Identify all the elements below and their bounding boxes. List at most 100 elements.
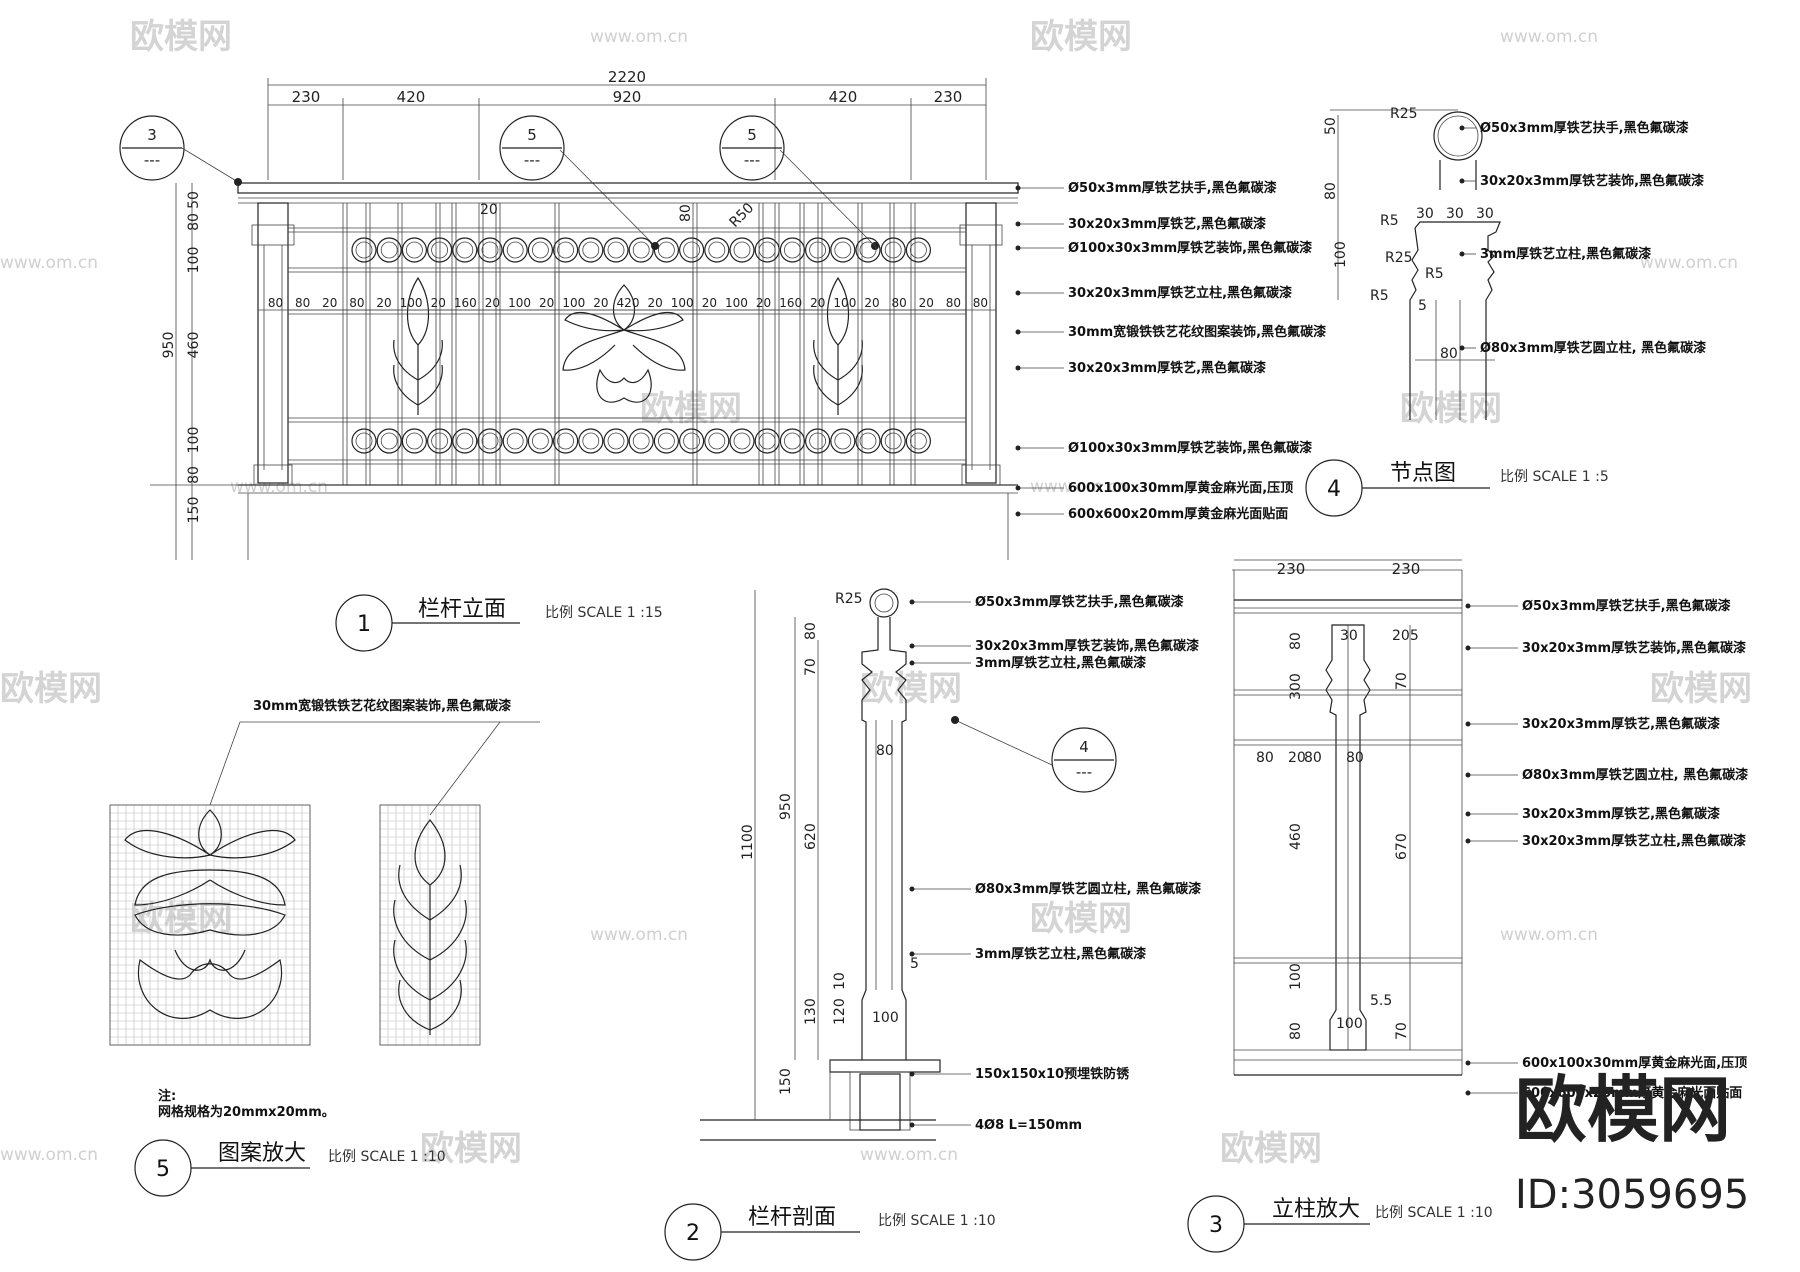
callout-note: Ø50x3mm厚铁艺扶手,黑色氟碳漆 <box>975 594 1184 610</box>
ring-decor <box>830 237 856 263</box>
svg-text:100: 100 <box>1288 963 1304 990</box>
watermark-url: www.om.cn <box>1500 925 1598 945</box>
elev-row-dim: 80 <box>973 296 988 310</box>
node-detail-drawing: R25 50 80 R5 30 30 30 R25 R5 100 R5 5 80… <box>1305 106 1706 517</box>
watermark-brand: 欧模网 <box>640 389 742 429</box>
svg-text:205: 205 <box>1392 628 1419 644</box>
drawing-title-post: 3 立柱放大 比例 SCALE 1 :10 <box>1187 1195 1493 1253</box>
svg-text:10: 10 <box>832 972 848 990</box>
svg-text:670: 670 <box>1394 833 1410 860</box>
callout-note: 30x20x3mm厚铁艺,黑色氟碳漆 <box>1522 716 1720 732</box>
svg-text:网格规格为20mmx20mm。: 网格规格为20mmx20mm。 <box>158 1104 335 1120</box>
elev-row-dim: 20 <box>864 296 879 310</box>
svg-text:460: 460 <box>186 332 202 359</box>
svg-text:100: 100 <box>186 427 202 454</box>
ring-decor <box>729 237 755 263</box>
watermark-url: www.om.cn <box>860 1145 958 1165</box>
ring-decor <box>804 237 831 263</box>
elev-dim: 920 <box>613 88 642 106</box>
watermark-url: www.om.cn <box>590 925 688 945</box>
callout-note: Ø80x3mm厚铁艺圆立柱, 黑色氟碳漆 <box>975 881 1201 897</box>
elev-row-dim: 80 <box>349 296 364 310</box>
ring-decor <box>427 237 453 263</box>
svg-text:30: 30 <box>1476 206 1494 222</box>
elev-row-dim: 20 <box>702 296 717 310</box>
ring-decor <box>351 428 377 454</box>
watermark-url: www.om.cn <box>0 253 98 273</box>
elev-row-dim: 100 <box>833 296 856 310</box>
svg-text:80: 80 <box>1288 632 1304 650</box>
svg-text:150: 150 <box>186 497 202 524</box>
svg-text:---: --- <box>144 151 160 169</box>
svg-text:620: 620 <box>803 823 819 850</box>
svg-text:节点图: 节点图 <box>1390 461 1456 486</box>
svg-text:70: 70 <box>803 658 819 676</box>
svg-text:5: 5 <box>156 1157 170 1182</box>
svg-text:70: 70 <box>1394 1022 1410 1040</box>
callout-note: Ø80x3mm厚铁艺圆立柱, 黑色氟碳漆 <box>1480 340 1706 356</box>
svg-text:5: 5 <box>527 126 537 144</box>
elev-row-dim: 20 <box>322 296 337 310</box>
svg-text:80: 80 <box>803 622 819 640</box>
elev-row-dim: 20 <box>756 296 771 310</box>
elev-row-dim: 20 <box>431 296 446 310</box>
svg-text:120: 120 <box>832 998 848 1025</box>
svg-text:80: 80 <box>1440 346 1458 362</box>
elev-row-dim: 80 <box>295 296 310 310</box>
svg-text:460: 460 <box>1288 823 1304 850</box>
svg-text:比例 SCALE 1 :10: 比例 SCALE 1 :10 <box>1375 1205 1493 1221</box>
callout-note: Ø80x3mm厚铁艺圆立柱, 黑色氟碳漆 <box>1522 767 1748 783</box>
watermark-brand: 欧模网 <box>860 669 962 709</box>
watermark-url: www.om.cn <box>0 1145 98 1165</box>
callout-note: 150x150x10预埋铁防锈 <box>975 1066 1130 1082</box>
svg-text:R5: R5 <box>1425 266 1444 282</box>
elev-dim: 420 <box>829 88 858 106</box>
svg-text:2: 2 <box>686 1221 700 1246</box>
ring-decor <box>628 237 654 263</box>
watermark-brand: 欧模网 <box>130 899 232 939</box>
drawing-title-node: 4 节点图 比例 SCALE 1 :5 <box>1305 459 1609 517</box>
svg-text:3: 3 <box>147 126 157 144</box>
svg-text:R25: R25 <box>835 591 863 607</box>
post-left <box>251 202 295 486</box>
svg-text:100: 100 <box>186 247 202 274</box>
watermark-brand: 欧模网 <box>0 669 102 709</box>
svg-text:950: 950 <box>161 332 177 359</box>
elev-row-dim: 100 <box>562 296 585 310</box>
svg-text:注:: 注: <box>158 1088 176 1104</box>
elev-left-motif <box>393 276 443 415</box>
ring-decor <box>427 428 453 454</box>
pattern-flower <box>124 809 296 1019</box>
svg-text:R5: R5 <box>1380 213 1399 229</box>
callout-note: Ø100x30x3mm厚铁艺装饰,黑色氟碳漆 <box>1068 440 1312 456</box>
ring-decor <box>653 428 680 454</box>
svg-text:R5: R5 <box>1370 288 1389 304</box>
elev-dim: 230 <box>934 88 963 106</box>
ring-decor <box>855 237 881 263</box>
callout-note: 3mm厚铁艺立柱,黑色氟碳漆 <box>975 655 1146 671</box>
ring-decor <box>452 237 478 263</box>
watermark-brand: 欧模网 <box>130 17 232 57</box>
elev-row-dim: 100 <box>508 296 531 310</box>
svg-text:R25: R25 <box>1385 250 1413 266</box>
ring-decor <box>855 428 881 454</box>
svg-text:5: 5 <box>1418 298 1427 314</box>
ring-decor <box>678 428 705 454</box>
ring-decor <box>779 428 806 454</box>
elev-row-dim: 20 <box>376 296 391 310</box>
elev-row-dim: 100 <box>400 296 423 310</box>
svg-text:30mm宽锻铁铁艺花纹图案装饰,黑色氟碳漆: 30mm宽锻铁铁艺花纹图案装饰,黑色氟碳漆 <box>253 698 511 714</box>
callout-note: 30x20x3mm厚铁艺装饰,黑色氟碳漆 <box>1522 640 1746 656</box>
watermark-url: www.om.cn <box>230 477 328 497</box>
svg-text:5.5: 5.5 <box>1370 993 1392 1009</box>
callout-note: 4Ø8 L=150mm <box>975 1118 1082 1133</box>
post-right <box>959 202 1003 486</box>
watermark-brand: 欧模网 <box>1400 389 1502 429</box>
elev-center-motif <box>554 271 694 419</box>
elev-row-dim: 80 <box>946 296 961 310</box>
ring-decor <box>830 428 856 454</box>
svg-text:230: 230 <box>1392 560 1421 578</box>
svg-text:30: 30 <box>1340 628 1358 644</box>
callout-note: 30x20x3mm厚铁艺装饰,黑色氟碳漆 <box>975 638 1199 654</box>
elev-row-dim: 20 <box>539 296 554 310</box>
